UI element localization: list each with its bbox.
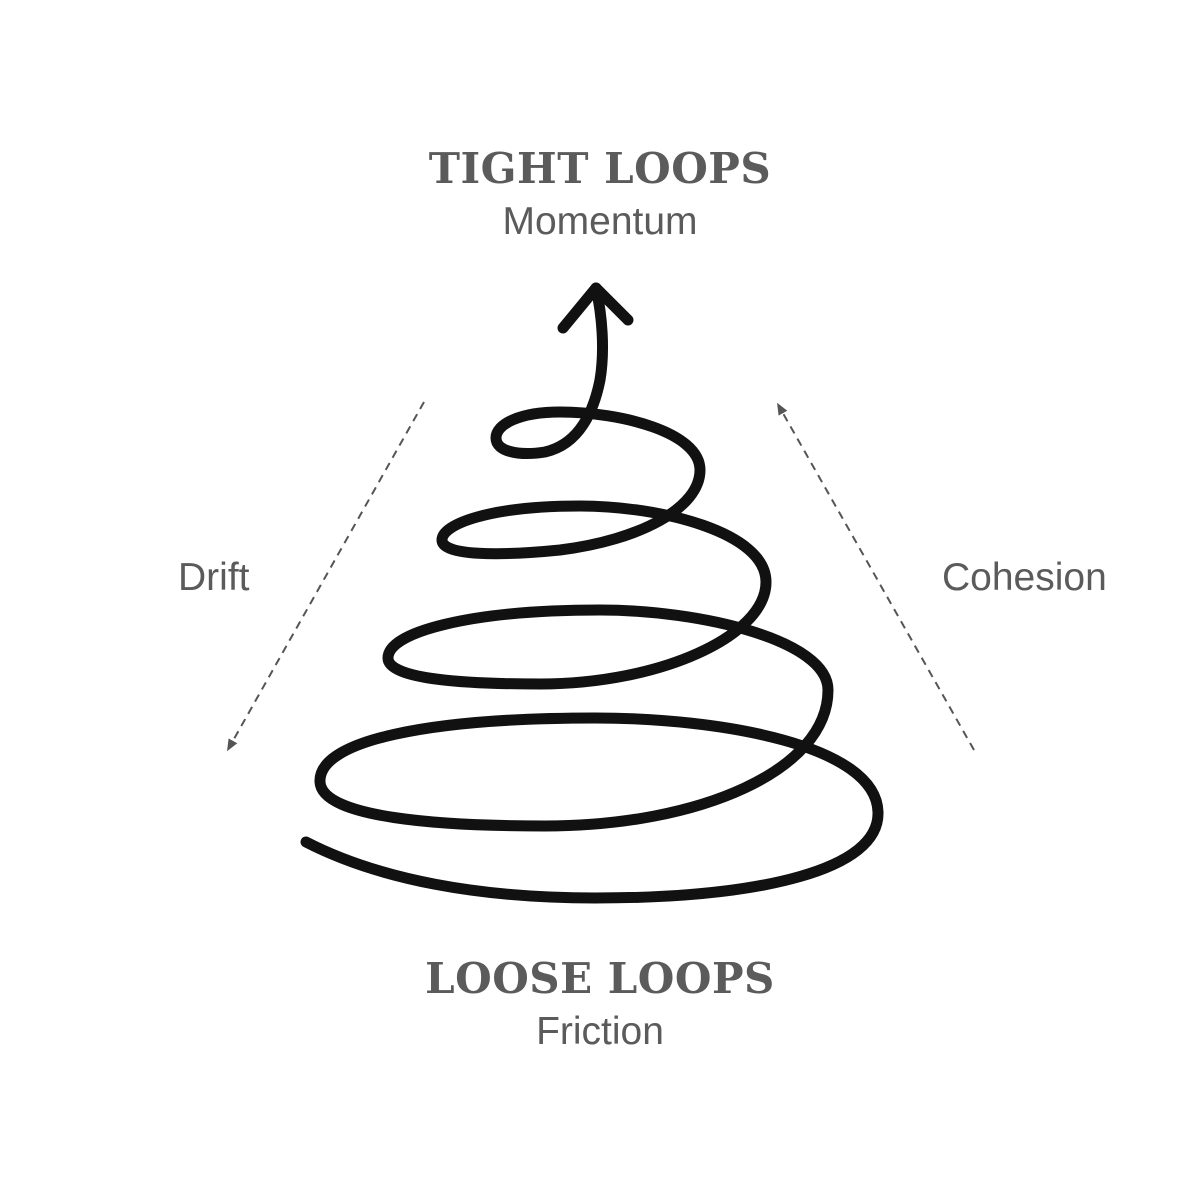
drift-label: Drift: [178, 556, 250, 599]
loose-loops-title: LOOSE LOOPS: [425, 954, 775, 1003]
cohesion-arrow: [777, 402, 975, 751]
tight-loops-title: TIGHT LOOPS: [428, 144, 772, 193]
friction-subtitle: Friction: [536, 1010, 664, 1053]
cohesion-label: Cohesion: [942, 556, 1107, 599]
momentum-subtitle: Momentum: [502, 200, 698, 243]
drift-arrow: [227, 401, 425, 752]
arrowhead-icon: [557, 282, 634, 334]
spiral-coil: [300, 282, 884, 904]
